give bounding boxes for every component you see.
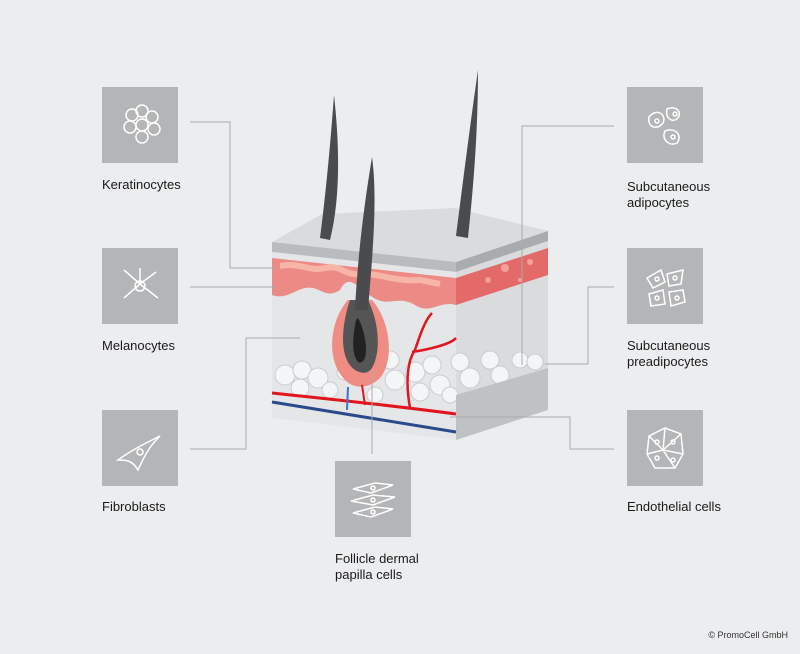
label-endothelial-cells: Endothelial cells bbox=[627, 499, 721, 514]
adipocytes-icon bbox=[627, 87, 703, 163]
label-adipocytes-line2: adipocytes bbox=[627, 195, 690, 210]
label-fibroblasts: Fibroblasts bbox=[102, 499, 166, 514]
skin-cross-section bbox=[271, 70, 548, 440]
follicle-dermal-papilla-cells-icon bbox=[335, 461, 411, 537]
label-keratinocytes: Keratinocytes bbox=[102, 177, 181, 192]
label-follicle-line2: papilla cells bbox=[335, 567, 403, 582]
connector-lines bbox=[190, 121, 614, 454]
endothelial-cells-icon bbox=[627, 410, 703, 486]
label-adipocytes-line1: Subcutaneous bbox=[627, 179, 711, 194]
melanocytes-icon bbox=[102, 248, 178, 324]
preadipocytes-icon bbox=[627, 248, 703, 324]
label-preadipocytes-line1: Subcutaneous bbox=[627, 338, 711, 353]
label-preadipocytes-line2: preadipocytes bbox=[627, 354, 708, 369]
copyright-notice: © PromoCell GmbH bbox=[708, 630, 788, 640]
label-follicle-line1: Follicle dermal bbox=[335, 551, 419, 566]
fibroblasts-icon bbox=[102, 410, 178, 486]
label-melanocytes: Melanocytes bbox=[102, 338, 175, 353]
keratinocytes-icon bbox=[102, 87, 178, 163]
